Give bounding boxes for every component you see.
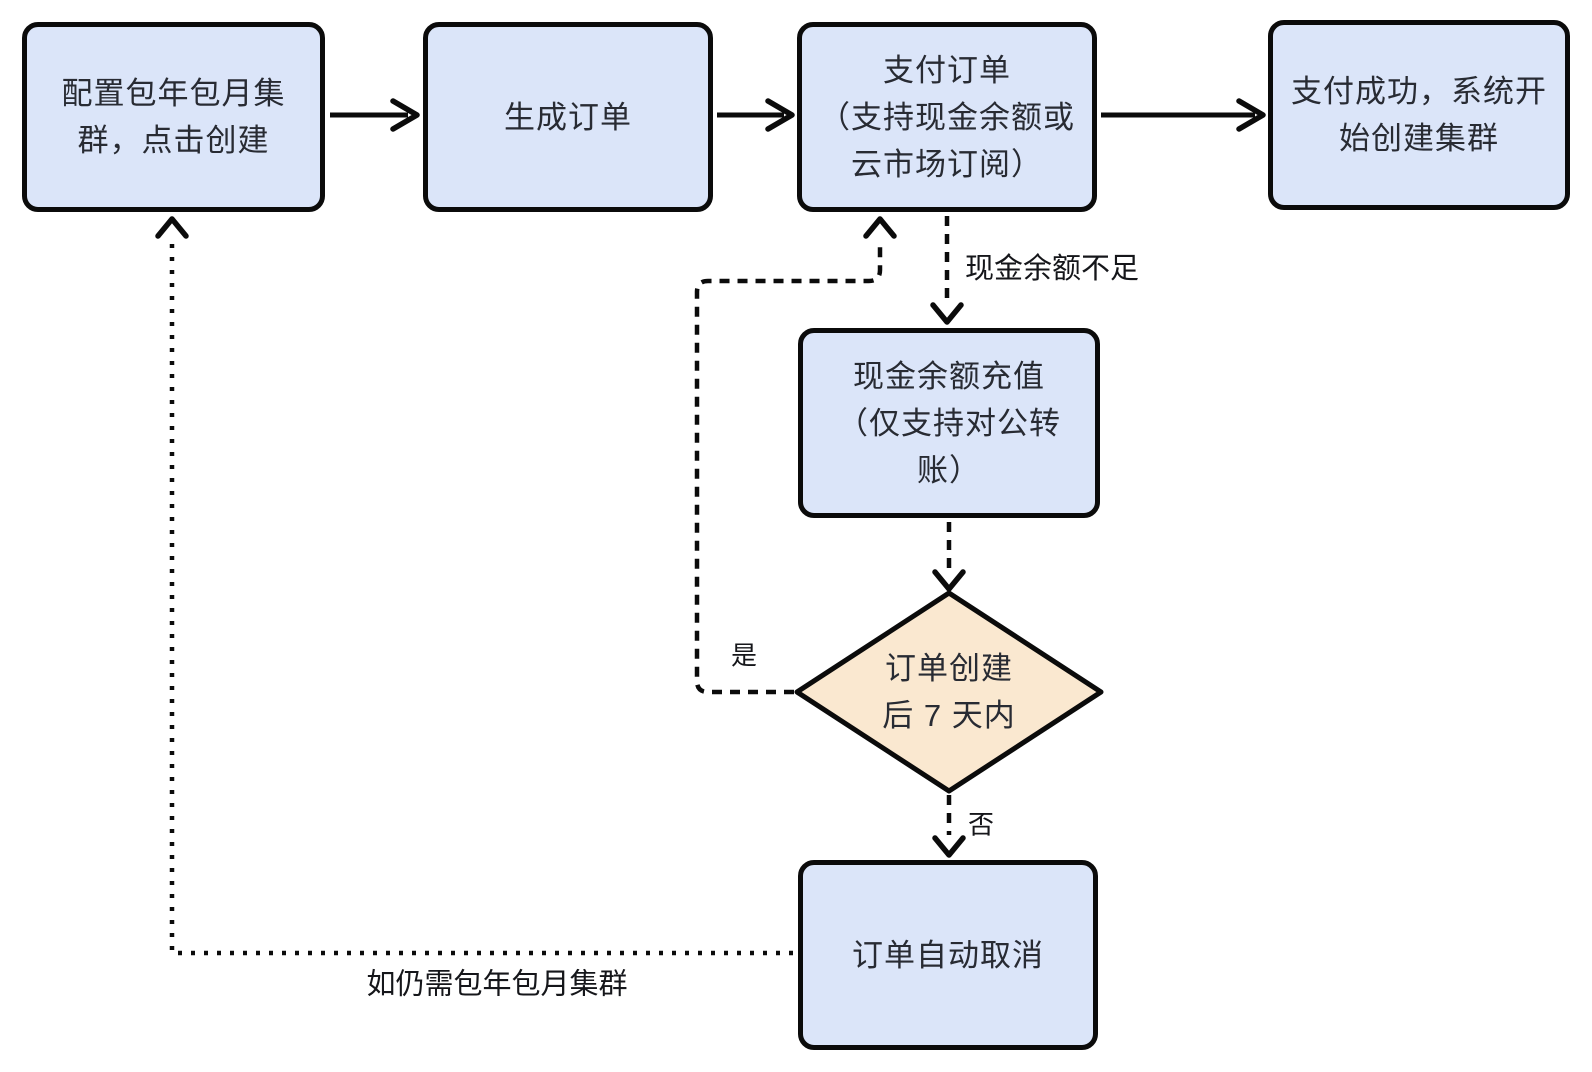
edge-label-still-need-cluster: 如仍需包年包月集群 (366, 968, 628, 1001)
decision-diamond-shape (794, 590, 1104, 794)
node-label: 现金余额充值 （仅支持对公转 账） (837, 358, 1061, 488)
arrowhead-down-icon (932, 569, 966, 592)
arrow-generate-to-pay (717, 98, 795, 132)
node-label: 支付成功，系统开 始创建集群 (1291, 74, 1547, 156)
arrow-configure-to-generate (330, 98, 420, 132)
arrow-recharge-to-decision (932, 522, 966, 592)
arrowhead-right-icon (765, 98, 795, 132)
edge-label-yes: 是 (730, 640, 758, 671)
arrow-pay-to-success (1101, 98, 1266, 132)
node-configure-cluster: 配置包年包月集 群，点击创建 (22, 22, 325, 212)
arrowhead-down-icon (932, 835, 966, 858)
node-recharge-balance: 现金余额充值 （仅支持对公转 账） (798, 328, 1100, 518)
decision-within-7-days: 订单创建 后 7 天内 (797, 593, 1101, 791)
node-label: 支付订单 （支持现金余额或 云市场订阅） (819, 52, 1075, 182)
arrow-decision-to-pay-yes (694, 216, 897, 695)
node-label: 订单创建 后 7 天内 (882, 651, 1016, 733)
arrow-shaft (169, 242, 793, 956)
arrow-shaft (694, 244, 883, 695)
arrowhead-up-icon (155, 216, 189, 239)
edge-label-insufficient-balance: 现金余额不足 (965, 253, 1140, 285)
node-pay-order: 支付订单 （支持现金余额或 云市场订阅） (797, 22, 1097, 212)
edge-label-no: 否 (967, 809, 995, 840)
node-generate-order: 生成订单 (423, 22, 713, 212)
node-label: 配置包年包月集 群，点击创建 (61, 76, 286, 158)
node-order-auto-cancelled: 订单自动取消 (798, 860, 1098, 1050)
node-label: 订单自动取消 (852, 937, 1044, 973)
arrowhead-up-icon (863, 216, 897, 239)
arrowhead-right-icon (390, 98, 420, 132)
arrow-cancel-to-configure (155, 216, 793, 956)
node-label: 生成订单 (504, 99, 632, 135)
arrow-decision-to-cancel (932, 795, 966, 858)
arrow-pay-to-recharge (930, 216, 964, 325)
arrowhead-down-icon (930, 302, 964, 325)
arrowhead-right-icon (1236, 98, 1266, 132)
node-payment-success: 支付成功，系统开 始创建集群 (1268, 20, 1570, 210)
